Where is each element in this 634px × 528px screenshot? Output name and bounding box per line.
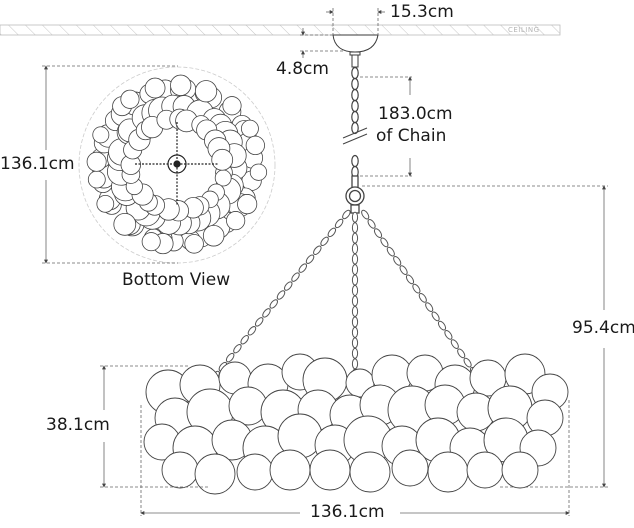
bottom-view-diameter-label: 136.1cm	[0, 154, 75, 174]
body-height-label: 38.1cm	[46, 415, 110, 435]
canopy-width-label: 15.3cm	[390, 2, 454, 22]
chain-length-note: of Chain	[376, 126, 447, 146]
canopy-width-dimension	[326, 8, 385, 35]
globe-cluster-side-view	[143, 353, 569, 495]
hanging-ring	[345, 175, 365, 214]
chain-length-dimension	[360, 76, 412, 177]
bottom-view	[78, 66, 276, 264]
bottom-view-cross-chains	[135, 122, 218, 205]
canopy-height-dimension	[300, 28, 345, 58]
body-height-dimension	[100, 365, 210, 488]
chain-length-label: 183.0cm	[378, 104, 453, 124]
fixture-height-label: 95.4cm	[572, 318, 634, 338]
body-width-label: 136.1cm	[306, 504, 389, 521]
canopy-height-label: 4.8cm	[276, 59, 329, 79]
bottom-view-diameter-dimension	[42, 65, 178, 264]
ceiling	[0, 24, 561, 36]
main-chain	[342, 66, 368, 179]
body-width-dimension	[140, 400, 570, 516]
fixture-height-dimension	[362, 185, 608, 488]
ceiling-label: CEILING	[508, 26, 540, 34]
bottom-view-label: Bottom View	[122, 270, 231, 290]
canopy	[332, 34, 379, 68]
